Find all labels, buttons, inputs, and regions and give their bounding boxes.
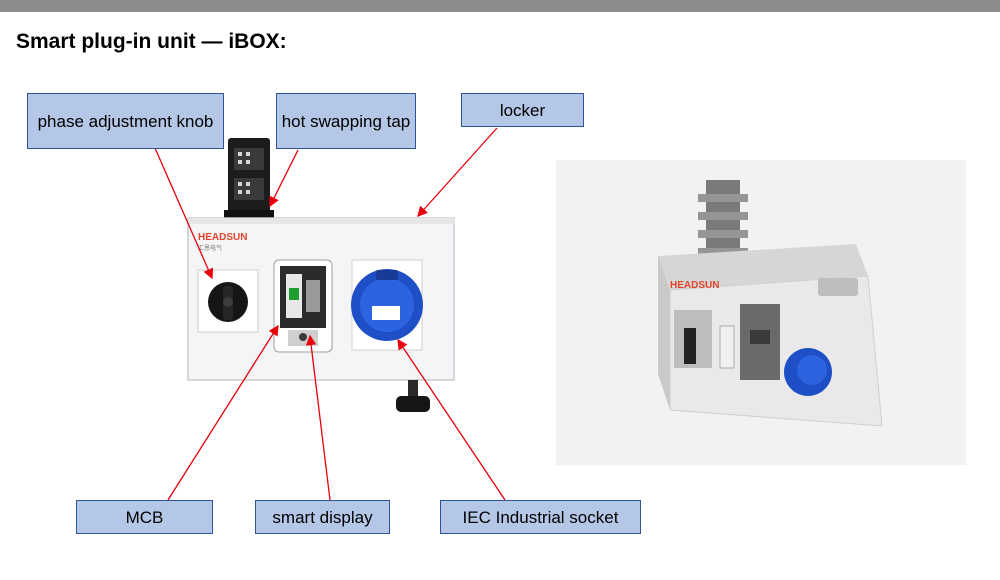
label-iec-industrial-socket: IEC Industrial socket — [440, 500, 641, 534]
label-hot-swapping-tap: hot swapping tap — [276, 93, 416, 149]
slide-title: Smart plug-in unit — iBOX: — [16, 30, 287, 53]
label-locker: locker — [461, 93, 584, 127]
ibox-front-view: HEADSUN 汇恩电气 — [187, 138, 455, 412]
brand-logo-isometric: HEADSUN — [670, 280, 719, 291]
locker-illustration — [818, 278, 858, 296]
brand-subtitle-front: 汇恩电气 — [198, 244, 222, 252]
phase-knob-illustration — [197, 269, 259, 333]
mcb-illustration — [273, 259, 333, 353]
label-phase-adjustment-knob: phase adjustment knob — [27, 93, 224, 149]
brand-logo-front: HEADSUN — [198, 232, 247, 243]
label-smart-display: smart display — [255, 500, 390, 534]
top-bar — [0, 0, 1000, 12]
iec-socket-illustration — [351, 259, 423, 351]
label-mcb: MCB — [76, 500, 213, 534]
ibox-isometric-view: HEADSUN — [556, 160, 966, 465]
hot-swap-tap-illustration — [224, 138, 274, 220]
